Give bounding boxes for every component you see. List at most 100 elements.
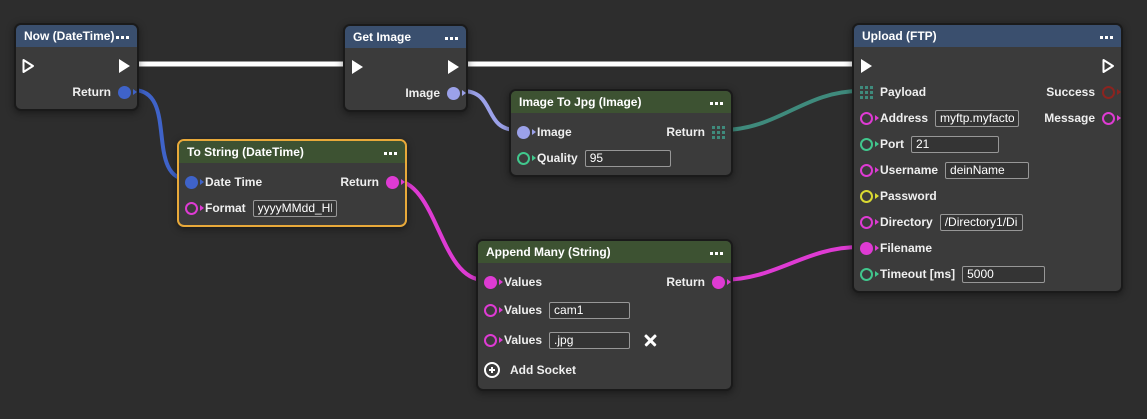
exec-out-icon[interactable]	[447, 59, 460, 75]
node-now-datetime[interactable]: Now (DateTime) Return	[14, 23, 139, 111]
quality-field[interactable]	[584, 149, 671, 167]
socket-format[interactable]	[185, 201, 198, 215]
socket-timeout[interactable]	[860, 267, 873, 281]
wire-imagetojpg-upload-payload[interactable]	[721, 89, 861, 132]
socket-password[interactable]	[860, 189, 873, 203]
node-to-string[interactable]: To String (DateTime) Date Time Return Fo…	[177, 139, 407, 227]
exec-row	[345, 54, 466, 80]
exec-row	[16, 53, 137, 79]
input-label: Payload	[880, 85, 927, 99]
remove-socket-icon[interactable]	[643, 333, 658, 348]
socket-return-string[interactable]	[386, 175, 399, 189]
socket-username[interactable]	[860, 163, 873, 177]
node-header[interactable]: Get Image	[345, 26, 466, 48]
exec-in-icon[interactable]	[22, 58, 35, 74]
socket-address[interactable]	[860, 111, 873, 125]
input-label: Filename	[880, 241, 933, 255]
socket-image-in[interactable]	[517, 125, 530, 139]
node-menu-icon[interactable]	[710, 96, 723, 109]
node-menu-icon[interactable]	[710, 246, 723, 259]
exec-in-icon[interactable]	[351, 59, 364, 75]
row-password: Password	[854, 183, 1121, 209]
row-timeout: Timeout [ms]	[854, 261, 1121, 287]
row-quality: Quality	[511, 145, 731, 171]
node-menu-icon[interactable]	[445, 31, 458, 44]
input-label: Username	[880, 163, 939, 177]
socket-payload-grid[interactable]	[860, 85, 873, 99]
row-port: Port	[854, 131, 1121, 157]
timeout-field[interactable]	[962, 265, 1046, 283]
node-get-image[interactable]: Get Image Image	[343, 24, 468, 112]
socket-values-3[interactable]	[484, 333, 497, 347]
socket-filename[interactable]	[860, 241, 873, 255]
row-datetime-return: Date Time Return	[179, 169, 405, 195]
input-label: Values	[504, 333, 543, 347]
node-append-many[interactable]: Append Many (String) Values Return Value…	[476, 239, 733, 391]
socket-return-datetime[interactable]	[118, 85, 131, 99]
input-label: Address	[880, 111, 929, 125]
row-values-2: Values	[478, 295, 731, 325]
exec-out-icon[interactable]	[1102, 58, 1115, 74]
wire-appendmany-upload-filename[interactable]	[720, 245, 861, 282]
socket-directory[interactable]	[860, 215, 873, 229]
socket-datetime-in[interactable]	[185, 175, 198, 189]
node-title: Get Image	[353, 30, 412, 44]
add-socket-button[interactable]: Add Socket	[478, 355, 731, 385]
node-image-to-jpg[interactable]: Image To Jpg (Image) Image Return Qualit…	[509, 89, 733, 177]
node-menu-icon[interactable]	[116, 30, 129, 43]
socket-quality[interactable]	[517, 151, 530, 165]
input-label: Values	[504, 303, 543, 317]
wire-tostring-appendmany[interactable]	[392, 178, 485, 282]
output-label: Success	[1046, 85, 1095, 99]
add-socket-icon	[484, 362, 500, 378]
output-label: Message	[1044, 111, 1095, 125]
node-menu-icon[interactable]	[1100, 30, 1113, 43]
node-header[interactable]: Upload (FTP)	[854, 25, 1121, 47]
node-header[interactable]: Now (DateTime)	[16, 25, 137, 47]
node-title: Upload (FTP)	[862, 29, 937, 43]
row-image-return: Image Return	[511, 119, 731, 145]
directory-field[interactable]	[939, 213, 1023, 231]
node-title: Image To Jpg (Image)	[519, 95, 642, 109]
socket-image-out[interactable]	[447, 86, 460, 100]
socket-port[interactable]	[860, 137, 873, 151]
username-field[interactable]	[945, 161, 1030, 179]
socket-message[interactable]	[1102, 111, 1115, 125]
socket-values-1[interactable]	[484, 275, 497, 289]
node-header[interactable]: To String (DateTime)	[179, 141, 405, 163]
socket-success[interactable]	[1102, 85, 1115, 99]
node-menu-icon[interactable]	[384, 146, 397, 159]
exec-row	[854, 53, 1121, 79]
port-field[interactable]	[911, 135, 999, 153]
address-field[interactable]	[935, 109, 1020, 127]
input-label: Image	[537, 125, 572, 139]
row-address-message: Address Message	[854, 105, 1121, 131]
node-upload-ftp[interactable]: Upload (FTP) Payload Success Address	[852, 23, 1123, 293]
output-label: Return	[340, 175, 379, 189]
input-label: Quality	[537, 151, 578, 165]
wire-getimage-imagetojpg[interactable]	[461, 89, 518, 132]
exec-in-icon[interactable]	[860, 58, 873, 74]
row-format: Format	[179, 195, 405, 221]
output-label: Return	[666, 125, 705, 139]
node-header[interactable]: Append Many (String)	[478, 241, 731, 263]
wire-now-tostring[interactable]	[132, 88, 191, 182]
values-3-field[interactable]	[549, 331, 631, 349]
input-label: Values	[504, 275, 543, 289]
output-label: Image	[405, 86, 440, 100]
output-label: Return	[72, 85, 111, 99]
values-2-field[interactable]	[549, 301, 631, 319]
socket-return-payload-grid[interactable]	[712, 125, 725, 139]
input-label: Port	[880, 137, 904, 151]
socket-return-string[interactable]	[712, 275, 725, 289]
format-field[interactable]	[252, 199, 337, 217]
exec-out-icon[interactable]	[118, 58, 131, 74]
socket-values-2[interactable]	[484, 303, 497, 317]
input-label: Directory	[880, 215, 933, 229]
node-header[interactable]: Image To Jpg (Image)	[511, 91, 731, 113]
add-socket-label: Add Socket	[510, 363, 577, 377]
node-title: To String (DateTime)	[187, 145, 304, 159]
input-label: Timeout [ms]	[880, 267, 956, 281]
output-label: Return	[666, 275, 705, 289]
